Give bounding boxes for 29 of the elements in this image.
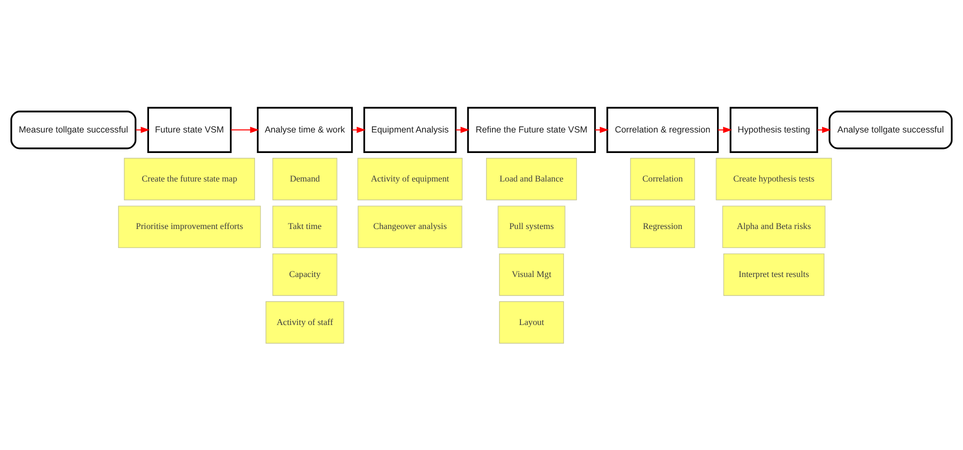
node-box: Demand [272, 157, 338, 200]
node-box: Measure tollgate successful [10, 110, 136, 149]
node-box: Create the future state map [124, 157, 255, 200]
arrow [718, 126, 732, 133]
node-box: Pull systems [498, 205, 566, 248]
node-box: Equipment Analysis [363, 106, 457, 152]
node-box: Correlation & regression [606, 106, 719, 152]
node-box: Refine the Future state VSM [467, 106, 596, 152]
node-box: Interpret test results [723, 253, 824, 296]
node-box: Analyse tollgate successful [828, 110, 953, 149]
node-box: Regression [630, 205, 696, 248]
node-box: Alpha and Beta risks [722, 205, 826, 248]
node-box: Visual Mgt [499, 253, 564, 296]
node-box: Hypothesis testing [730, 106, 818, 152]
node-box: Create hypothesis tests [716, 157, 832, 200]
node-box: Takt time [272, 205, 338, 248]
node-box: Activity of equipment [357, 157, 463, 200]
node-box: Changeover analysis [358, 205, 462, 248]
node-box: Activity of staff [266, 300, 344, 344]
node-box: Capacity [272, 253, 338, 296]
arrow [595, 126, 609, 133]
arrow [136, 126, 150, 133]
node-box: Analyse time & work [256, 106, 353, 152]
node-box: Prioritise improvement efforts [118, 205, 261, 248]
node-box: Future state VSM [147, 106, 232, 152]
node-box: Load and Balance [486, 157, 577, 200]
arrow [230, 126, 260, 133]
node-box: Correlation [630, 157, 696, 200]
node-box: Layout [499, 300, 564, 344]
